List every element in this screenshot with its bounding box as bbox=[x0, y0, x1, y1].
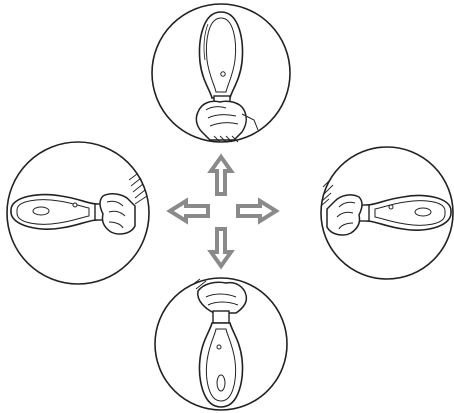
arrow-right-icon bbox=[238, 201, 276, 221]
arrow-down-icon bbox=[211, 229, 231, 266]
arrow-left-icon bbox=[170, 201, 208, 221]
arrow-up-icon bbox=[211, 157, 231, 194]
